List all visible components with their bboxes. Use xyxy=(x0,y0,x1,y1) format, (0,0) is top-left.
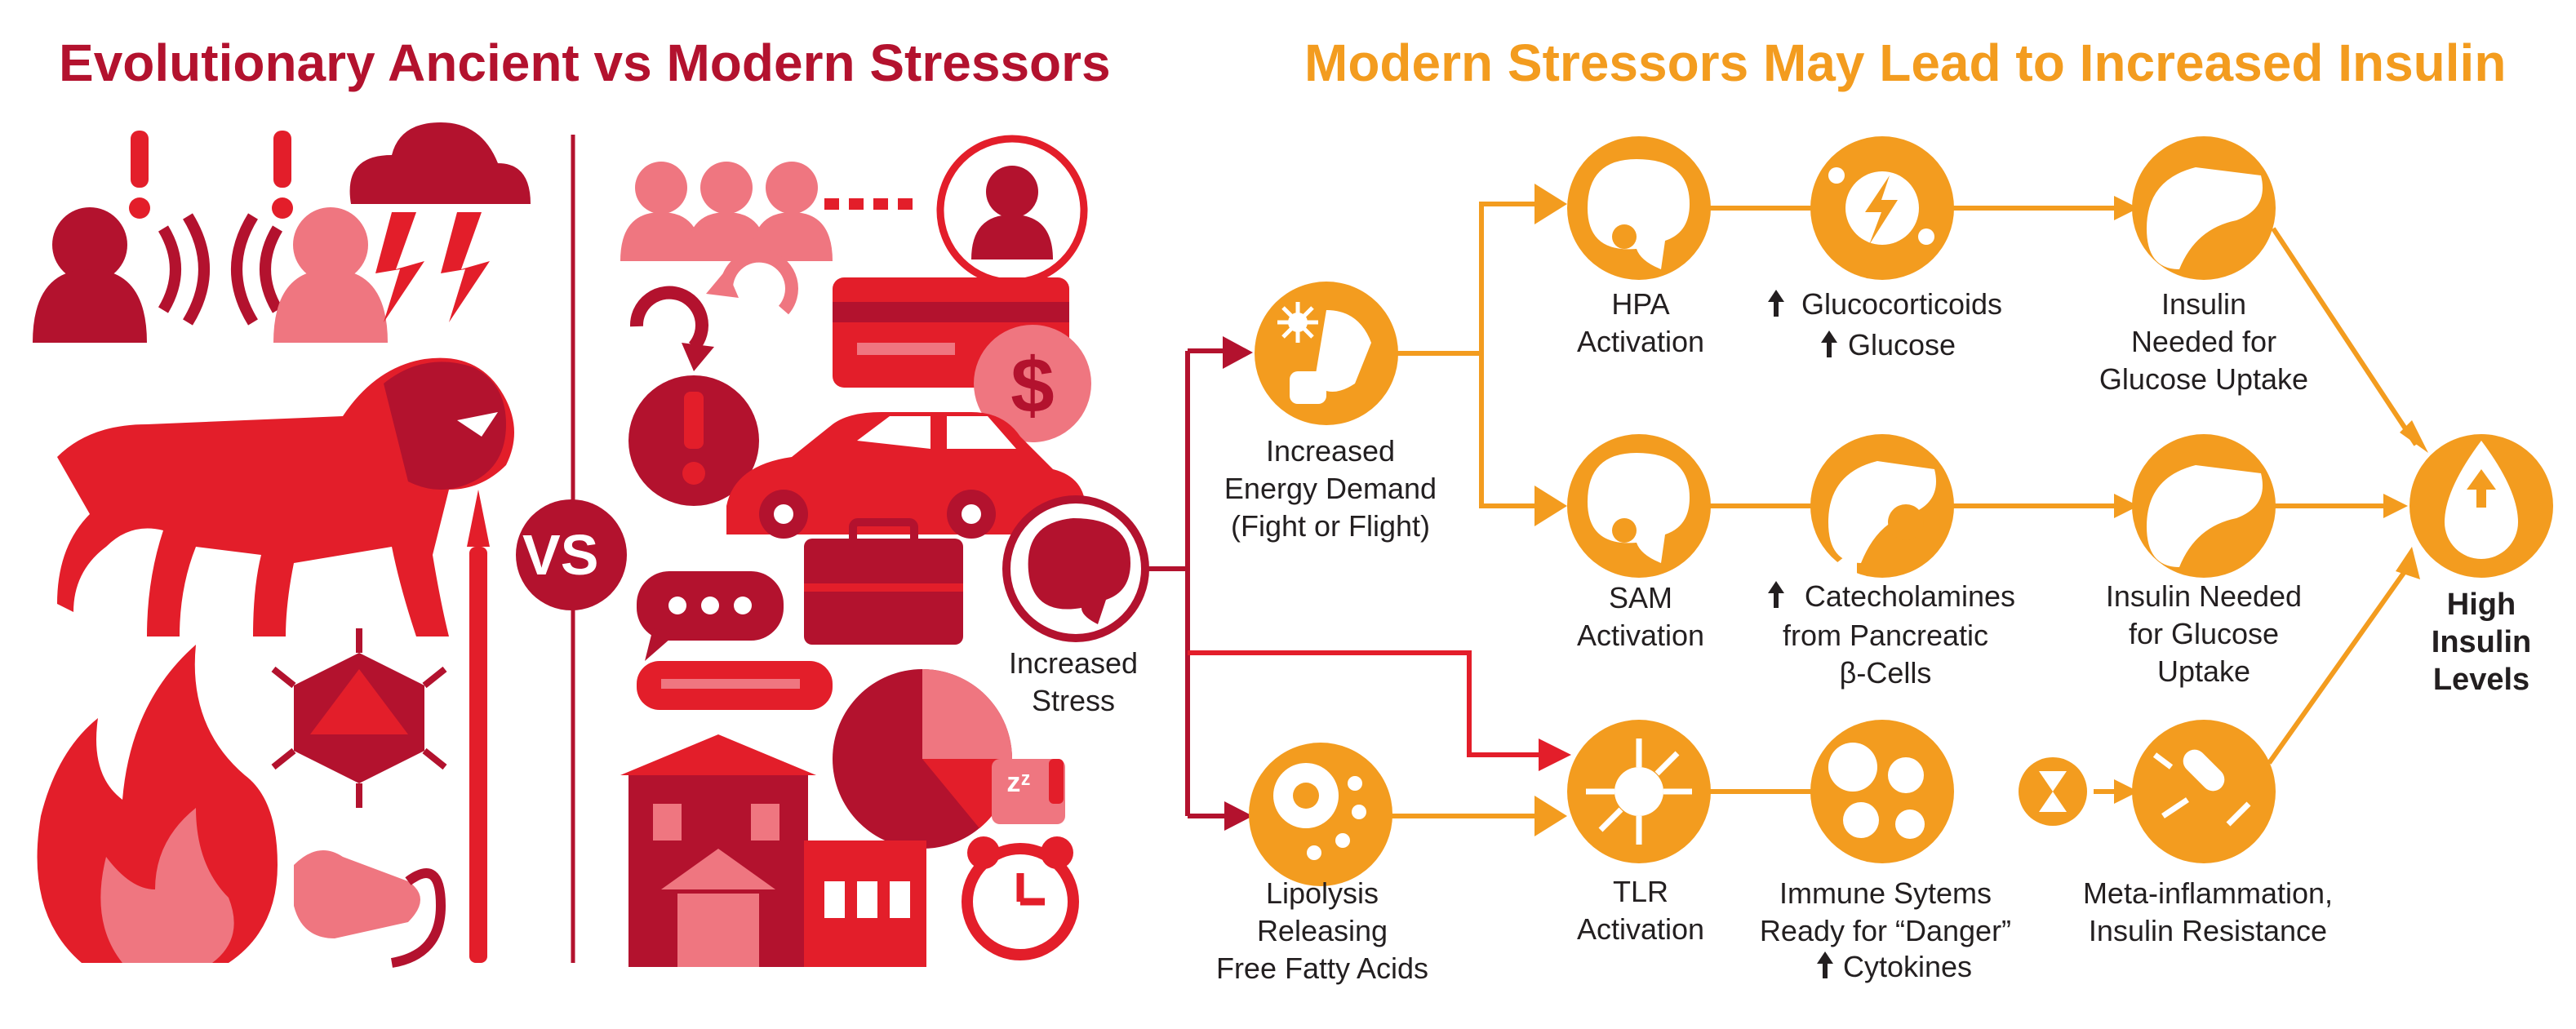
cytokines-label: Cytokines xyxy=(1842,950,1973,983)
sleep-zz: zᶻ xyxy=(1006,767,1031,798)
lion-icon xyxy=(57,357,514,636)
lipolysis-label: Lipolysis Releasing Free Fatty Acids xyxy=(1215,876,1429,985)
insulin-needed-label-2: Insulin Needed for Glucose Uptake xyxy=(2105,579,2303,688)
person-alert-icon xyxy=(33,131,388,343)
hpa-label: HPA Activation xyxy=(1576,287,1705,358)
cycle-arrows-icon xyxy=(629,249,798,371)
glucose-label: Glucose xyxy=(1847,328,1956,361)
house-icon xyxy=(620,734,926,967)
sleep-icon xyxy=(992,759,1065,824)
vs-label: VS xyxy=(522,523,599,587)
hourglass-icon xyxy=(2039,771,2067,812)
meta-inflammation-node xyxy=(2132,720,2276,863)
glucocorticoids-icon xyxy=(1828,167,1934,245)
right-title: Modern Stressors May Lead to Increased I… xyxy=(1304,33,2507,92)
pancreas-icon xyxy=(1828,461,1936,575)
immune-node xyxy=(1810,720,1954,863)
fat-cell-icon xyxy=(1273,763,1366,860)
car-icon xyxy=(726,412,1086,539)
insulin-drop-icon xyxy=(2445,441,2518,559)
crowd-icon xyxy=(620,162,913,261)
storm-icon xyxy=(349,122,531,322)
spear-icon xyxy=(467,490,490,963)
pie-chart-icon xyxy=(833,669,1013,849)
up-arrows xyxy=(1768,290,1837,978)
glucocorticoids-label: Glucocorticoids xyxy=(1801,287,2003,321)
immune-label: Immune Sytems Ready for “Danger” xyxy=(1759,876,2012,947)
meta-inflammation-label: Meta-inflammation, Insulin Resistance xyxy=(2082,876,2334,947)
energy-burst-icon xyxy=(1277,302,1371,404)
energy-label: Increased Energy Demand (Fight or Flight… xyxy=(1224,434,1437,543)
connectors xyxy=(1145,202,2418,818)
insulin-needed-label-1: Insulin Needed for Glucose Uptake xyxy=(2099,287,2309,396)
left-title: Evolutionary Ancient vs Modern Stressors xyxy=(59,33,1111,92)
person-circle-icon xyxy=(936,135,1088,286)
catecholamines-label: Catecholamines xyxy=(1804,579,2016,613)
dollar-sign: $ xyxy=(1010,342,1055,429)
brain-icon xyxy=(1002,495,1149,642)
fire-icon xyxy=(37,645,278,963)
briefcase-icon xyxy=(804,518,963,645)
meta-inflammation-icon xyxy=(2152,749,2251,827)
stress-label: Increased Stress xyxy=(1008,646,1139,717)
dollar-icon xyxy=(974,325,1091,442)
alert-icon xyxy=(628,375,759,506)
catecholamines-source-label: from Pancreatic β-Cells xyxy=(1782,619,1989,690)
vs-badge xyxy=(516,499,627,610)
virus-icon xyxy=(271,628,447,808)
arrowheads xyxy=(1223,184,2428,836)
immune-cells-icon xyxy=(1828,743,1925,839)
sam-brain-icon xyxy=(1588,453,1690,563)
chat-icon xyxy=(637,571,833,710)
tlr-cell-icon xyxy=(1586,738,1692,845)
high-insulin-label: High Insulin Levels xyxy=(2431,588,2532,697)
sam-label: SAM Activation xyxy=(1576,581,1705,652)
alarm-clock-icon xyxy=(962,836,1079,960)
worm-icon xyxy=(294,850,446,968)
insulin-pancreas-icon-2 xyxy=(2147,465,2263,567)
tlr-label: TLR Activation xyxy=(1576,875,1705,946)
hpa-brain-icon xyxy=(1588,159,1690,269)
insulin-pancreas-icon-1 xyxy=(2147,167,2263,269)
